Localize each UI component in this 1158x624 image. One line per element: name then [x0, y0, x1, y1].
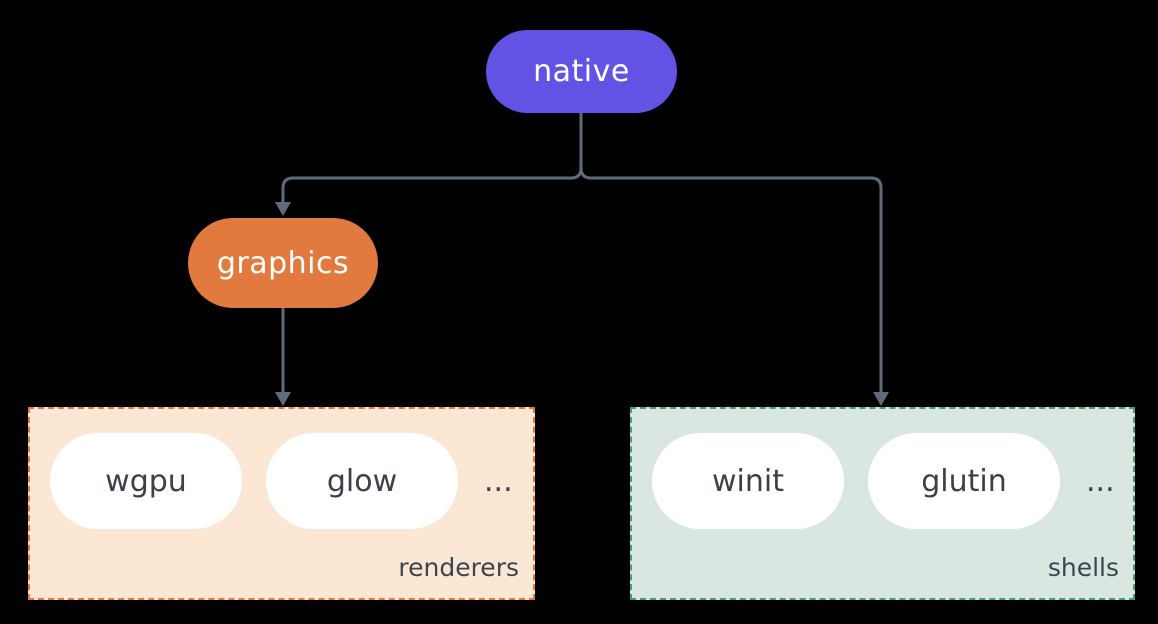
arrowhead-shells	[873, 392, 889, 406]
node-glutin-label: glutin	[921, 463, 1007, 499]
node-wgpu-label: wgpu	[105, 463, 187, 499]
group-renderers-label: renderers	[398, 553, 519, 582]
node-glow-label: glow	[326, 463, 398, 499]
node-wgpu: wgpu	[50, 433, 242, 529]
arrowhead-renderers	[275, 392, 291, 406]
node-winit-label: winit	[712, 463, 784, 499]
node-winit: winit	[652, 433, 844, 529]
node-glutin: glutin	[868, 433, 1060, 529]
node-native-label: native	[533, 54, 630, 89]
node-graphics-label: graphics	[216, 245, 350, 281]
group-renderers: wgpu glow ... renderers	[28, 407, 535, 600]
group-renderers-items: wgpu glow ...	[30, 433, 533, 529]
edge-native-shells	[579, 113, 883, 392]
arrowhead-graphics	[275, 202, 291, 216]
edge-native-graphics	[281, 113, 583, 202]
group-shells-items: winit glutin ...	[632, 433, 1133, 529]
renderers-ellipsis: ...	[484, 463, 513, 499]
group-shells: winit glutin ... shells	[630, 407, 1135, 600]
node-graphics: graphics	[188, 218, 378, 308]
group-shells-label: shells	[1047, 553, 1119, 582]
shells-ellipsis: ...	[1086, 463, 1115, 499]
node-native: native	[486, 30, 677, 113]
node-glow: glow	[266, 433, 458, 529]
